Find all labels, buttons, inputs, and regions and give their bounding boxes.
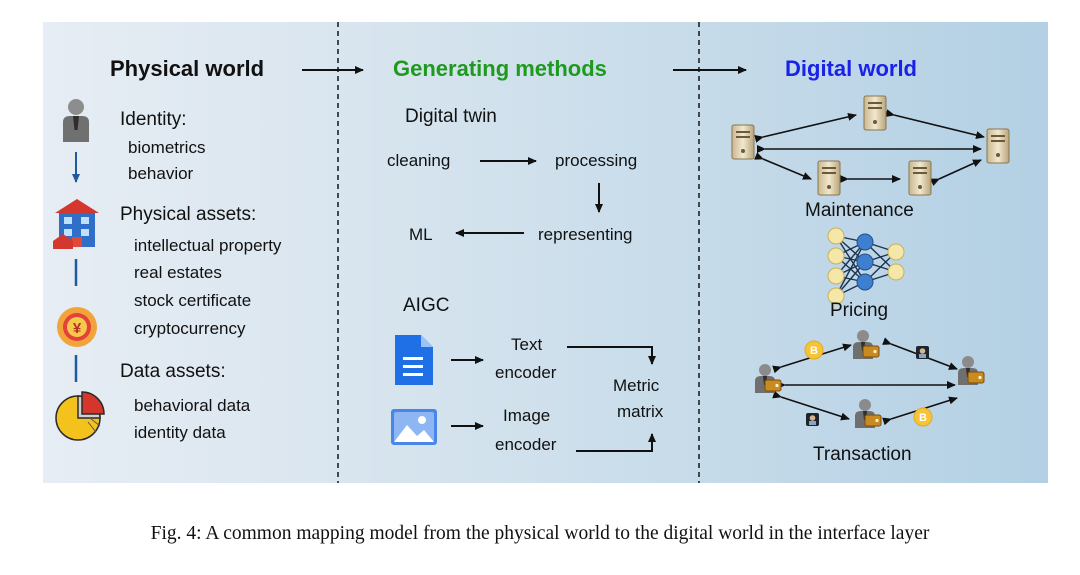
physical-assets-label: Physical assets: <box>120 204 257 225</box>
text-encoder-label: Text <box>511 335 543 354</box>
transaction-label: Transaction <box>813 444 912 465</box>
physical-world-title: Physical world <box>110 56 265 81</box>
bitcoin-icon <box>913 407 933 427</box>
server-icon <box>908 160 932 196</box>
server-icon <box>731 124 755 160</box>
transaction-network <box>755 330 984 428</box>
server-icon <box>817 160 841 196</box>
document-icon <box>395 335 433 385</box>
image-encoder-label: Image <box>503 406 551 425</box>
representing-label: representing <box>538 225 633 244</box>
pricing-label: Pricing <box>830 300 889 321</box>
pie-chart-icon <box>55 391 105 441</box>
asset-item: cryptocurrency <box>134 319 246 338</box>
cleaning-label: cleaning <box>387 151 451 170</box>
neural-network-icon <box>827 227 905 305</box>
identity-label: Identity: <box>120 109 187 130</box>
server-icon <box>986 128 1010 164</box>
aigc-label: AIGC <box>403 295 450 316</box>
data-assets-label: Data assets: <box>120 361 226 382</box>
data-asset-item: identity data <box>134 423 226 442</box>
generating-methods-title: Generating methods <box>393 56 607 81</box>
figure-canvas: B <box>43 22 1048 483</box>
text-encoder-to-matrix-arrow <box>567 346 656 365</box>
identity-item: behavior <box>128 164 194 183</box>
token-icon <box>916 346 929 359</box>
svg-text:¥: ¥ <box>73 320 82 337</box>
digital-world-title: Digital world <box>785 56 917 81</box>
server-network <box>731 95 1010 196</box>
processing-label: processing <box>555 151 638 170</box>
asset-item: stock certificate <box>134 291 252 310</box>
bitcoin-icon <box>804 340 824 360</box>
yen-coin-icon: ¥ <box>57 307 97 347</box>
ml-label: ML <box>409 225 433 244</box>
mapping-figure: B <box>43 22 1048 483</box>
digital-twin-label: Digital twin <box>405 106 497 127</box>
identity-item: biometrics <box>128 138 206 157</box>
asset-item: real estates <box>134 263 222 282</box>
token-icon <box>806 413 819 426</box>
figure-caption: Fig. 4: A common mapping model from the … <box>150 523 930 544</box>
data-asset-item: behavioral data <box>134 396 251 415</box>
asset-item: intellectual property <box>134 236 282 255</box>
maintenance-label: Maintenance <box>805 200 914 221</box>
image-encoder-label: encoder <box>495 435 557 454</box>
text-encoder-label: encoder <box>495 363 557 382</box>
metric-matrix-label: matrix <box>617 402 664 421</box>
server-icon <box>863 95 887 131</box>
image-icon <box>391 409 437 445</box>
image-encoder-to-matrix-arrow <box>576 433 656 452</box>
metric-matrix-label: Metric <box>613 376 660 395</box>
building-icon <box>53 199 99 249</box>
person-icon <box>63 99 89 142</box>
